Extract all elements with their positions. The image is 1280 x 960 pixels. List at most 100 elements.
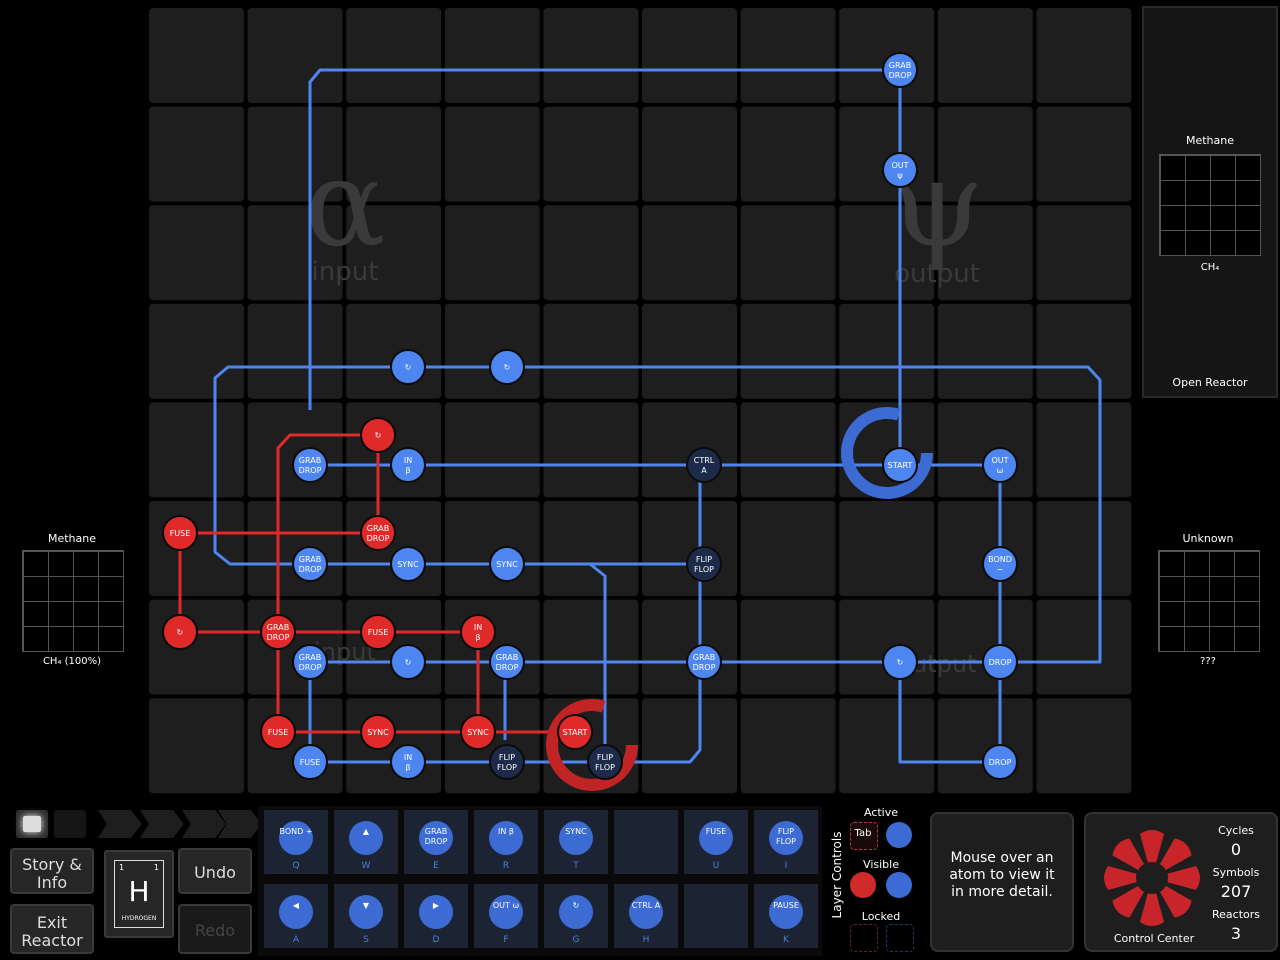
redo-button[interactable]: Redo [178, 904, 252, 954]
reactor-cell[interactable] [149, 106, 244, 202]
undo-button[interactable]: Undo [178, 848, 252, 894]
reactor-cell[interactable] [346, 501, 442, 596]
reactor-cell[interactable] [444, 8, 540, 103]
reactor-cell[interactable] [839, 501, 935, 596]
blue-drop-node[interactable]: DROP [982, 644, 1018, 680]
play-button[interactable] [98, 810, 142, 838]
reactor-cell[interactable] [149, 205, 244, 301]
reactor-cell[interactable] [444, 599, 540, 695]
blue-fuse-node[interactable]: FUSE [292, 744, 328, 780]
reactor-cell[interactable] [642, 303, 737, 399]
story-info-button[interactable]: Story & Info [10, 848, 94, 894]
active-blue-layer[interactable] [886, 822, 912, 848]
red-fuse-node[interactable]: FUSE [360, 614, 396, 650]
reactor-cell[interactable] [937, 8, 1033, 103]
reactor-cell[interactable] [1036, 599, 1132, 695]
reactor-cell[interactable] [1036, 8, 1132, 103]
faster-button[interactable] [182, 810, 226, 838]
locked-red-toggle[interactable] [850, 924, 878, 952]
reactor-cell[interactable] [149, 8, 244, 103]
reactor-cell[interactable] [1036, 402, 1132, 498]
reactor-cell[interactable] [1036, 698, 1132, 794]
reactor-cell[interactable] [149, 303, 244, 399]
blue-start-node[interactable]: START [882, 447, 918, 483]
red-in-beta-node[interactable]: INβ [460, 614, 496, 650]
reactor-cell[interactable] [444, 698, 540, 794]
reactor-cell[interactable] [543, 501, 639, 596]
reactor-cell[interactable] [642, 599, 737, 695]
tool-slot[interactable]: ▶D [404, 884, 468, 948]
reactor-cell[interactable] [937, 205, 1033, 301]
reactor-cell[interactable] [543, 599, 639, 695]
blue-rotate-node[interactable]: ↻ [489, 349, 525, 385]
blue-rotate-node[interactable]: ↻ [882, 644, 918, 680]
reactor-cell[interactable] [740, 402, 836, 498]
reactor-cell[interactable] [937, 599, 1033, 695]
reactor-cell[interactable] [247, 205, 343, 301]
reactor-cell[interactable] [444, 106, 540, 202]
blue-sync-node[interactable]: SYNC [489, 546, 525, 582]
reactor-cell[interactable] [444, 402, 540, 498]
reactor-cell[interactable] [642, 501, 737, 596]
reactor-cell[interactable] [740, 599, 836, 695]
open-reactor-label[interactable]: Open Reactor [1172, 376, 1248, 389]
reactor-cell[interactable] [149, 698, 244, 794]
reactor-cell[interactable] [247, 8, 343, 103]
reactor-cell[interactable] [543, 106, 639, 202]
blue-rotate-node[interactable]: ↻ [390, 349, 426, 385]
reactor-cell[interactable] [937, 501, 1033, 596]
reactor-cell[interactable] [937, 402, 1033, 498]
red-sync-node[interactable]: SYNC [460, 714, 496, 750]
reactor-cell[interactable] [642, 205, 737, 301]
red-rotate-node[interactable]: ↻ [360, 417, 396, 453]
reactor-cell[interactable] [839, 303, 935, 399]
visible-blue-toggle[interactable] [886, 872, 912, 898]
reactor-cell[interactable] [1036, 106, 1132, 202]
reactor-cell[interactable] [740, 303, 836, 399]
reactor-cell[interactable] [839, 698, 935, 794]
reactor-cell[interactable] [247, 106, 343, 202]
active-red-layer[interactable] [850, 822, 878, 850]
reactor-cell[interactable] [247, 303, 343, 399]
red-start-node[interactable]: START [557, 714, 593, 750]
blue-sync-node[interactable]: SYNC [390, 546, 426, 582]
reactor-cell[interactable] [642, 106, 737, 202]
blue-bond-minus-node[interactable]: BOND− [982, 546, 1018, 582]
reactor-cell[interactable] [740, 8, 836, 103]
reactor-cell[interactable] [740, 501, 836, 596]
reactor-cell[interactable] [346, 698, 442, 794]
reactor-cell[interactable] [346, 303, 442, 399]
reactor-cell[interactable] [740, 205, 836, 301]
reactor-cell[interactable] [149, 402, 244, 498]
tool-slot[interactable]: BOND +Q [264, 810, 328, 874]
reactor-cell[interactable] [346, 8, 442, 103]
reactor-cell[interactable] [346, 402, 442, 498]
control-center-panel[interactable]: Control Center Cycles 0 Symbols 207 Reac… [1084, 812, 1278, 952]
reactor-cell[interactable] [1036, 303, 1132, 399]
reactor-cell[interactable] [642, 698, 737, 794]
visible-red-toggle[interactable] [850, 872, 876, 898]
stop-indicator[interactable] [16, 810, 48, 838]
tool-slot[interactable]: ▲W [334, 810, 398, 874]
reactor-cell[interactable] [247, 698, 343, 794]
reactor-cell[interactable] [346, 106, 442, 202]
reactor-cell[interactable] [839, 8, 935, 103]
reactor-cell[interactable] [937, 303, 1033, 399]
reactor-cell[interactable] [543, 205, 639, 301]
reactor-cell[interactable] [642, 402, 737, 498]
